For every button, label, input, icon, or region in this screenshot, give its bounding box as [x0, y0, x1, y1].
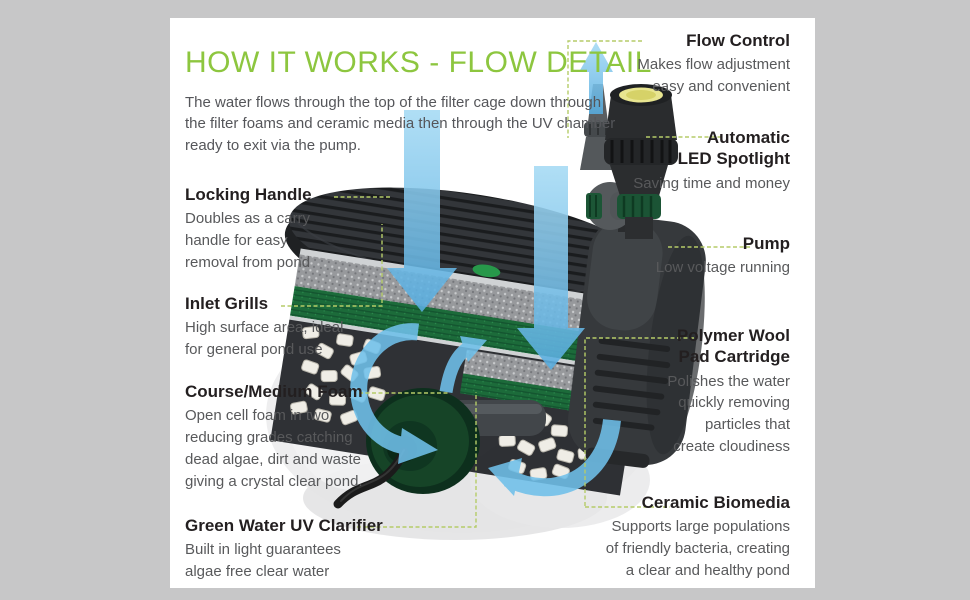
callout-description: Open cell foam in two reducing grades ca… [185, 407, 363, 490]
callout-title: Polymer Wool Pad Cartridge [676, 326, 790, 367]
callout-title: Pump [742, 234, 790, 253]
callout-title: Inlet Grills [185, 294, 269, 313]
callout-title: Automatic LED Spotlight [677, 128, 790, 169]
callout-green-water-uv-clarifier: Green Water UV Clarifier Built in light … [185, 515, 385, 583]
callout-automatic-led-spotlight: Automatic LED Spotlight Saving time and … [615, 127, 790, 194]
callout-description: Doubles as a carry handle for easy remov… [185, 210, 311, 271]
callout-ceramic-biomedia: Ceramic Biomedia Supports large populati… [575, 492, 790, 582]
callout-description: Saving time and money [633, 174, 790, 192]
callout-inlet-grills: Inlet Grills High surface area, ideal fo… [185, 293, 375, 361]
callout-description: Built in light guarantees algae free cle… [185, 541, 341, 580]
callout-flow-control: Flow Control Makes flow adjustment easy … [620, 30, 790, 98]
callout-pump: Pump Low voltage running [625, 233, 790, 279]
page-title: HOW IT WORKS - FLOW DETAIL [185, 46, 652, 80]
callout-title: Ceramic Biomedia [641, 493, 790, 512]
callout-locking-handle: Locking Handle Doubles as a carry handle… [185, 184, 355, 274]
callout-description: Supports large populations of friendly b… [605, 518, 790, 579]
intro-paragraph: The water flows through the top of the f… [185, 94, 616, 154]
callout-description: Makes flow adjustment easy and convenien… [637, 56, 790, 95]
callout-title: Green Water UV Clarifier [185, 516, 383, 535]
callout-course-medium-foam: Course/Medium Foam Open cell foam in two… [185, 381, 390, 492]
callout-description: High surface area, ideal for general pon… [185, 319, 344, 358]
callout-polymer-wool-pad-cartridge: Polymer Wool Pad Cartridge Polishes the … [615, 325, 790, 458]
callout-title: Flow Control [686, 31, 790, 50]
callout-description: Low voltage running [655, 259, 790, 277]
callout-title: Course/Medium Foam [185, 382, 363, 401]
callout-description: Polishes the water quickly removing part… [667, 372, 790, 455]
callout-title: Locking Handle [185, 185, 312, 204]
